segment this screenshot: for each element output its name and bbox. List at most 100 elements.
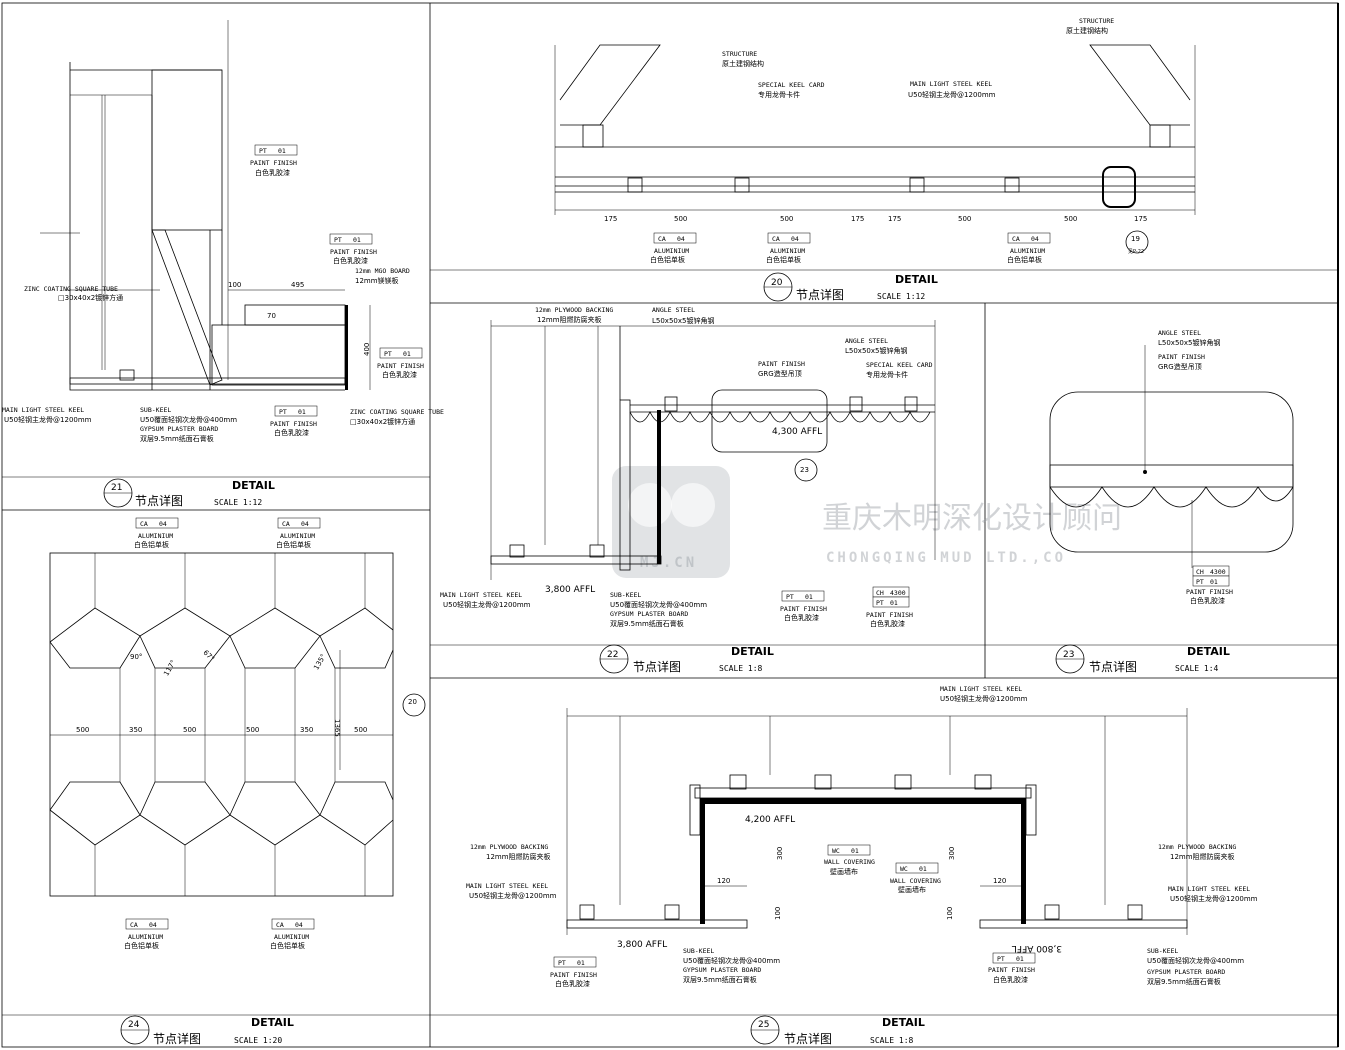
panel-23-drawing: ANGLE STEEL L50x50x5镀锌角钢 PAINT FINISH GR… bbox=[1049, 329, 1294, 605]
label-wall-covering-cn: 壁画墙布 bbox=[898, 885, 926, 894]
dim-120: 120 bbox=[993, 877, 1006, 885]
dim-70: 70 bbox=[267, 312, 276, 320]
dim-175: 175 bbox=[888, 215, 901, 223]
label-plywood-cn: 12mm阻燃防腐夹板 bbox=[486, 852, 551, 861]
label-sub-keel-cn: U50覆面轻钢次龙骨@400mm bbox=[140, 415, 237, 424]
tag-ca: CA bbox=[658, 235, 666, 243]
panel-scale: SCALE 1:8 bbox=[870, 1036, 914, 1045]
label-main-keel-cn: U50轻钢主龙骨@1200mm bbox=[908, 90, 996, 99]
tag-01: 01 bbox=[577, 959, 585, 967]
panel-20-title: 20 DETAIL 节点详图 SCALE 1:12 bbox=[763, 272, 938, 302]
label-affl-3800: 3,800 AFFL bbox=[1012, 943, 1062, 953]
panel-21-drawing: PT 01 PAINT FINISH 白色乳胶漆 PT 01 PAINT FIN… bbox=[2, 20, 444, 443]
label-zinc: ZINC COATING SQUARE TUBE bbox=[24, 285, 118, 293]
tag-01: 01 bbox=[278, 147, 286, 155]
label-sub-keel: SUB-KEEL bbox=[683, 947, 714, 955]
angle-67: 67° bbox=[201, 649, 215, 663]
ref-20: 20 bbox=[408, 698, 417, 706]
label-angle-cn: L50x50x5镀锌角钢 bbox=[1158, 338, 1220, 347]
label-plywood: 12mm PLYWOOD BACKING bbox=[470, 843, 548, 851]
label-wall-covering: WALL COVERING bbox=[824, 858, 875, 866]
label-gypsum: GYPSUM PLASTER BOARD bbox=[610, 610, 688, 618]
panel-22-title: 22 DETAIL 节点详图 SCALE 1:8 bbox=[599, 644, 774, 674]
label-plywood-cn: 12mm阻燃防腐夹板 bbox=[537, 315, 602, 324]
label-sub-keel: SUB-KEEL bbox=[610, 591, 641, 599]
panel-number: 23 bbox=[1063, 650, 1074, 660]
label-aluminium: ALUMINIUM bbox=[274, 933, 309, 941]
label-paint-cn: 白色乳胶漆 bbox=[555, 979, 590, 988]
label-aluminium: ALUMINIUM bbox=[654, 247, 689, 255]
label-paint-finish: PAINT FINISH bbox=[866, 611, 913, 619]
label-structure-cn: 原土建钢结构 bbox=[722, 59, 764, 68]
label-sub-keel-cn: U50覆面轻钢次龙骨@400mm bbox=[1147, 956, 1244, 965]
dim-175: 175 bbox=[604, 215, 617, 223]
label-main-keel-cn: U50轻钢主龙骨@1200mm bbox=[443, 600, 531, 609]
watermark-logo-text: MJ.CN bbox=[640, 555, 697, 571]
ref-23-sheet: - bbox=[804, 477, 807, 485]
label-main-keel-cn: U50轻钢主龙骨@1200mm bbox=[4, 415, 92, 424]
label-paint-finish: PAINT FINISH bbox=[250, 159, 297, 167]
tag-pt: PT bbox=[997, 955, 1005, 963]
panel-title-cn: 节点详图 bbox=[633, 659, 681, 674]
dim-500: 500 bbox=[1064, 215, 1077, 223]
panel-scale: SCALE 1:20 bbox=[234, 1036, 282, 1045]
label-main-keel: MAIN LIGHT STEEL KEEL bbox=[910, 80, 992, 88]
watermark-en: CHONGQING MUD LTD.,CO bbox=[826, 550, 1066, 566]
panel-number: 24 bbox=[128, 1020, 140, 1030]
dim-1365: 1365 bbox=[333, 719, 341, 737]
tag-01: 01 bbox=[851, 847, 859, 855]
label-angle: ANGLE STEEL bbox=[1158, 329, 1201, 337]
tag-group: CA 04 ALUMINIUM 白色铝单板 bbox=[134, 517, 179, 549]
dim-350: 350 bbox=[300, 726, 313, 734]
tag-ca: CA bbox=[1012, 235, 1020, 243]
label-mgo-cn: 12mm镁镁板 bbox=[355, 276, 399, 285]
ref-19: 19 bbox=[1131, 235, 1140, 243]
dim-175: 175 bbox=[851, 215, 864, 223]
label-paint-finish: PAINT FINISH bbox=[988, 966, 1035, 974]
panel-number: 25 bbox=[758, 1020, 769, 1030]
panel-detail: DETAIL bbox=[882, 1016, 925, 1029]
label-main-keel: MAIN LIGHT STEEL KEEL bbox=[1168, 885, 1250, 893]
tag-pt: PT bbox=[384, 350, 392, 358]
label-angle-cn: L50x50x5镀锌角钢 bbox=[652, 316, 714, 325]
tag-01: 01 bbox=[919, 865, 927, 873]
panel-22-drawing: 23 - 4,300 AFFL 3,800 AFFL 12mm PLYWOOD … bbox=[440, 306, 936, 628]
label-paint-cn: 白色乳胶漆 bbox=[333, 256, 368, 265]
tag-04: 04 bbox=[159, 520, 167, 528]
label-gypsum: GYPSUM PLASTER BOARD bbox=[1147, 968, 1225, 976]
label-paint-finish: PAINT FINISH bbox=[1186, 588, 1233, 596]
label-gypsum-cn: 双层9.5mm纸面石膏板 bbox=[140, 434, 214, 443]
label-gypsum-cn: 双层9.5mm纸面石膏板 bbox=[610, 619, 684, 628]
label-wall-covering: WALL COVERING bbox=[890, 877, 941, 885]
label-main-keel: MAIN LIGHT STEEL KEEL bbox=[440, 591, 522, 599]
label-alu-cn: 白色铝单板 bbox=[650, 255, 685, 264]
panel-number: 20 bbox=[771, 278, 783, 288]
label-special-keel: SPECIAL KEEL CARD bbox=[866, 361, 933, 369]
panel-detail: DETAIL bbox=[232, 479, 275, 492]
dim-350: 350 bbox=[129, 726, 142, 734]
label-paint-cn: 白色乳胶漆 bbox=[1190, 596, 1225, 605]
tag-pt: PT bbox=[1196, 578, 1204, 586]
dim-500: 500 bbox=[958, 215, 971, 223]
label-gypsum-cn: 双层9.5mm纸面石膏板 bbox=[683, 975, 757, 984]
tag-04: 04 bbox=[295, 921, 303, 929]
label-zinc-cn: □30x40x2镀锌方通 bbox=[58, 293, 123, 302]
panel-detail: DETAIL bbox=[251, 1016, 294, 1029]
label-grg-cn: GRG造型吊顶 bbox=[1158, 362, 1202, 371]
label-gypsum: GYPSUM PLASTER BOARD bbox=[683, 966, 761, 974]
panel-title-cn: 节点详图 bbox=[153, 1031, 201, 1046]
panel-detail: DETAIL bbox=[895, 273, 938, 286]
label-paint-finish: PAINT FINISH bbox=[1158, 353, 1205, 361]
tag-01: 01 bbox=[1016, 955, 1024, 963]
label-aluminium: ALUMINIUM bbox=[138, 532, 173, 540]
panel-24-title: 24 DETAIL 节点详图 SCALE 1:20 bbox=[120, 1015, 294, 1046]
tag-wc: WC bbox=[832, 847, 840, 855]
label-affl-4200: 4,200 AFFL bbox=[745, 815, 795, 825]
label-plywood: 12mm PLYWOOD BACKING bbox=[1158, 843, 1236, 851]
tag-01: 01 bbox=[298, 408, 306, 416]
label-zinc: ZINC COATING SQUARE TUBE bbox=[350, 408, 444, 416]
dim-175: 175 bbox=[1134, 215, 1147, 223]
dim-300: 300 bbox=[776, 847, 784, 860]
label-aluminium: ALUMINIUM bbox=[770, 247, 805, 255]
